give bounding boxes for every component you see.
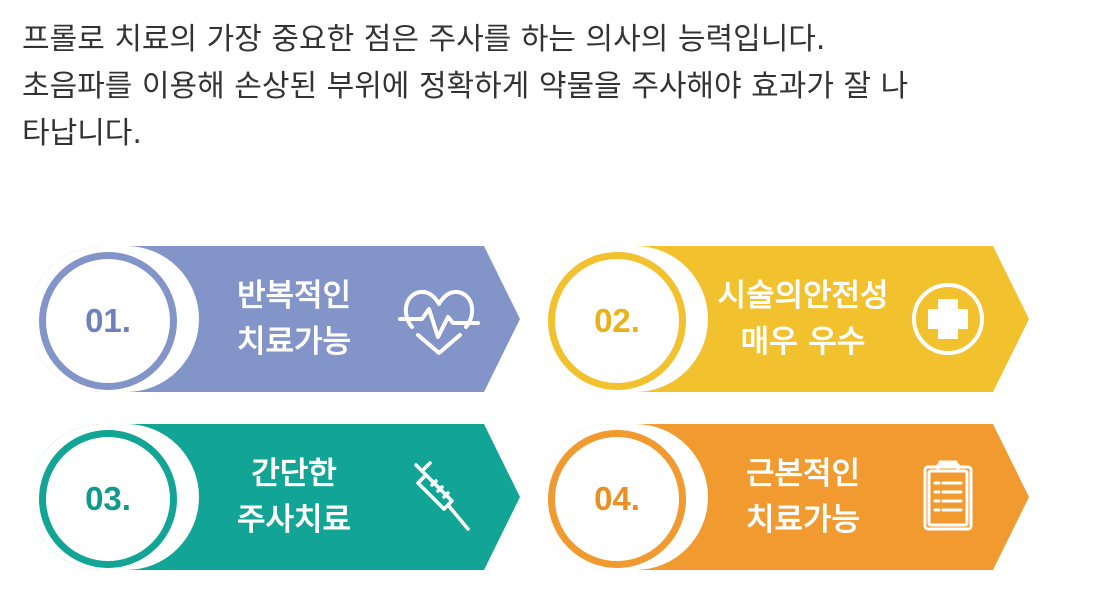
card-label-line-2: 주사치료 xyxy=(236,502,352,538)
card-label-line-2: 치료가능 xyxy=(236,324,352,360)
feature-card-fundamental: 04. 근본적인 치료가능 xyxy=(543,424,1043,570)
feature-card-safety: 02. 시술의안전성 매우 우수 xyxy=(543,246,1043,392)
intro-line-2: 초음파를 이용해 손상된 부위에 정확하게 약물을 주사해야 효과가 잘 나 xyxy=(22,69,909,104)
card-number-badge: 03. xyxy=(39,430,177,568)
card-label: 근본적인 치료가능 xyxy=(683,424,923,570)
clipboard-icon xyxy=(905,457,991,537)
card-number-badge: 01. xyxy=(39,252,177,390)
heartbeat-icon xyxy=(396,279,482,359)
card-label-line-1: 시술의안전성 xyxy=(717,278,889,314)
card-label-line-1: 반복적인 xyxy=(236,278,352,314)
intro-line-3: 타납니다. xyxy=(22,116,142,151)
medical-cross-icon xyxy=(905,279,991,359)
card-label: 반복적인 치료가능 xyxy=(174,246,414,392)
card-label: 시술의안전성 매우 우수 xyxy=(683,246,923,392)
intro-text: 프롤로 치료의 가장 중요한 점은 주사를 하는 의사의 능력입니다. 초음파를… xyxy=(22,16,1102,157)
intro-line-1: 프롤로 치료의 가장 중요한 점은 주사를 하는 의사의 능력입니다. xyxy=(22,22,826,57)
card-label-line-2: 치료가능 xyxy=(745,502,861,538)
card-label-line-1: 간단한 xyxy=(251,456,337,492)
card-number-badge: 02. xyxy=(548,252,686,390)
card-label-line-2: 매우 우수 xyxy=(740,324,866,360)
card-number-badge: 04. xyxy=(548,430,686,568)
syringe-icon xyxy=(396,457,482,537)
card-label: 간단한 주사치료 xyxy=(174,424,414,570)
feature-card-simple: 03. 간단한 주사치료 xyxy=(34,424,534,570)
card-label-line-1: 근본적인 xyxy=(745,456,861,492)
feature-card-repeatable: 01. 반복적인 치료가능 xyxy=(34,246,534,392)
